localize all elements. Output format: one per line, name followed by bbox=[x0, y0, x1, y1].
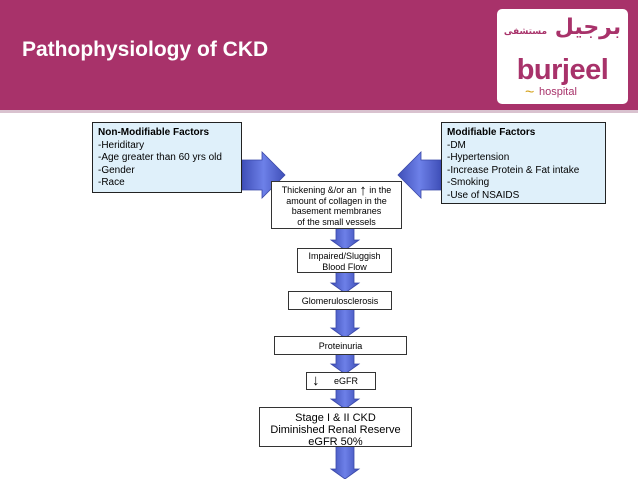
impaired-blood-flow-box: Impaired/Sluggish Blood Flow bbox=[297, 248, 392, 273]
non-modifiable-factors-box: Non-Modifiable Factors -Heriditary -Age … bbox=[92, 122, 242, 193]
impaired-line2: Blood Flow bbox=[322, 261, 367, 272]
arrow-impaired-to-glomerulosclerosis bbox=[329, 271, 361, 294]
thickening-line1-pre: Thickening &/or an bbox=[281, 185, 357, 195]
stage-line3: eGFR 50% bbox=[308, 436, 363, 448]
egfr-label: eGFR bbox=[333, 376, 358, 386]
impaired-line1: Impaired/Sluggish bbox=[308, 251, 381, 261]
arrow-egfr-to-stage bbox=[329, 388, 361, 410]
proteinuria-label: Proteinuria bbox=[318, 341, 363, 351]
diagonal-arrow-right bbox=[397, 151, 442, 199]
logo-arabic-small: مستشفى bbox=[503, 27, 548, 37]
arrow-up-icon: ↑ bbox=[359, 181, 367, 199]
modifiable-factors-box: Modifiable Factors -DM -Hypertension -In… bbox=[441, 122, 606, 204]
slide-header: Pathophysiology of CKD برجيل مستشفى burj… bbox=[0, 0, 638, 113]
logo-swoosh-icon: ~ bbox=[525, 84, 535, 101]
slide-title: Pathophysiology of CKD bbox=[22, 38, 269, 61]
non-modifiable-item: -Heriditary bbox=[98, 139, 145, 151]
modifiable-item: -DM bbox=[447, 139, 466, 151]
modifiable-item: -Smoking bbox=[447, 177, 490, 188]
glomerulosclerosis-label: Glomerulosclerosis bbox=[301, 296, 379, 306]
non-modifiable-item: -Age greater than 60 yrs old bbox=[98, 152, 222, 163]
non-modifiable-item: -Race bbox=[98, 177, 125, 188]
glomerulosclerosis-box: Glomerulosclerosis bbox=[288, 291, 392, 310]
arrow-proteinuria-to-egfr bbox=[329, 353, 361, 375]
arrow-glomerulosclerosis-to-proteinuria bbox=[329, 308, 361, 339]
modifiable-item: -Increase Protein & Fat intake bbox=[447, 164, 580, 176]
egfr-box: ↓ eGFR bbox=[306, 372, 376, 390]
modifiable-heading: Modifiable Factors bbox=[447, 127, 536, 138]
logo-subtext: hospital bbox=[539, 86, 577, 98]
thickening-line3: basement membranes bbox=[291, 206, 382, 217]
arrow-thickening-to-impaired bbox=[329, 226, 361, 251]
modifiable-item: -Use of NSAIDS bbox=[447, 189, 520, 201]
thickening-line2: amount of collagen in the bbox=[286, 195, 387, 206]
arrow-down-icon: ↓ bbox=[312, 372, 320, 389]
thickening-line4: of the small vessels bbox=[297, 216, 376, 227]
hospital-logo: برجيل مستشفى burjeel ~ hospital bbox=[497, 9, 628, 104]
logo-wordmark: burjeel bbox=[516, 54, 609, 86]
modifiable-item: -Hypertension bbox=[447, 152, 510, 163]
non-modifiable-heading: Non-Modifiable Factors bbox=[98, 127, 210, 138]
logo-arabic-main: برجيل bbox=[554, 15, 622, 40]
stage-line2: Diminished Renal Reserve bbox=[270, 424, 401, 436]
thickening-box: Thickening &/or an ↑ in the amount of co… bbox=[271, 181, 402, 229]
arrow-stage-down bbox=[329, 445, 361, 479]
logo-arabic-text: برجيل مستشفى bbox=[497, 15, 628, 40]
proteinuria-box: Proteinuria bbox=[274, 336, 407, 355]
thickening-line1-post: in the bbox=[369, 185, 392, 195]
ckd-stage-box: Stage I & II CKD Diminished Renal Reserv… bbox=[259, 407, 412, 448]
non-modifiable-item: -Gender bbox=[98, 164, 135, 176]
stage-line1: Stage I & II CKD bbox=[295, 412, 376, 424]
